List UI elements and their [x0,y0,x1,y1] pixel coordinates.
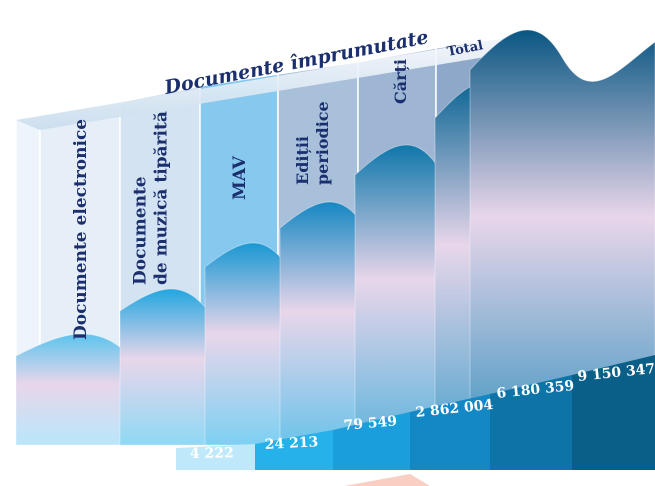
value-cell [333,412,410,470]
category-label-line: MAV [230,155,250,200]
category-label-line: Ediții [293,136,312,185]
value-cell [572,355,655,470]
category-label: Cărți [391,59,410,104]
value-label: 79 549 [343,413,398,434]
category-label: Documente electronice [71,119,91,340]
title-band [16,36,516,130]
category-label-line: de muzică tipărită [152,111,172,285]
value-label: 24 213 [264,434,318,453]
wave-series [15,29,655,446]
value-cell [490,375,572,470]
category-label-line: Documente [131,176,151,285]
header-panel [15,115,41,381]
value-cell [410,394,490,470]
category-label-line: Cărți [391,59,410,104]
decor-accent [344,474,430,486]
value-cell [176,444,255,470]
category-label-line: Total [446,38,484,60]
category-label-line: periodice [313,101,332,185]
category-label: Total [446,38,484,60]
wave-band [469,29,655,446]
value-label: 4 222 [190,445,234,462]
category-label-line: Documente electronice [71,119,91,340]
category-label: MAV [230,155,250,200]
value-cell [255,430,333,470]
